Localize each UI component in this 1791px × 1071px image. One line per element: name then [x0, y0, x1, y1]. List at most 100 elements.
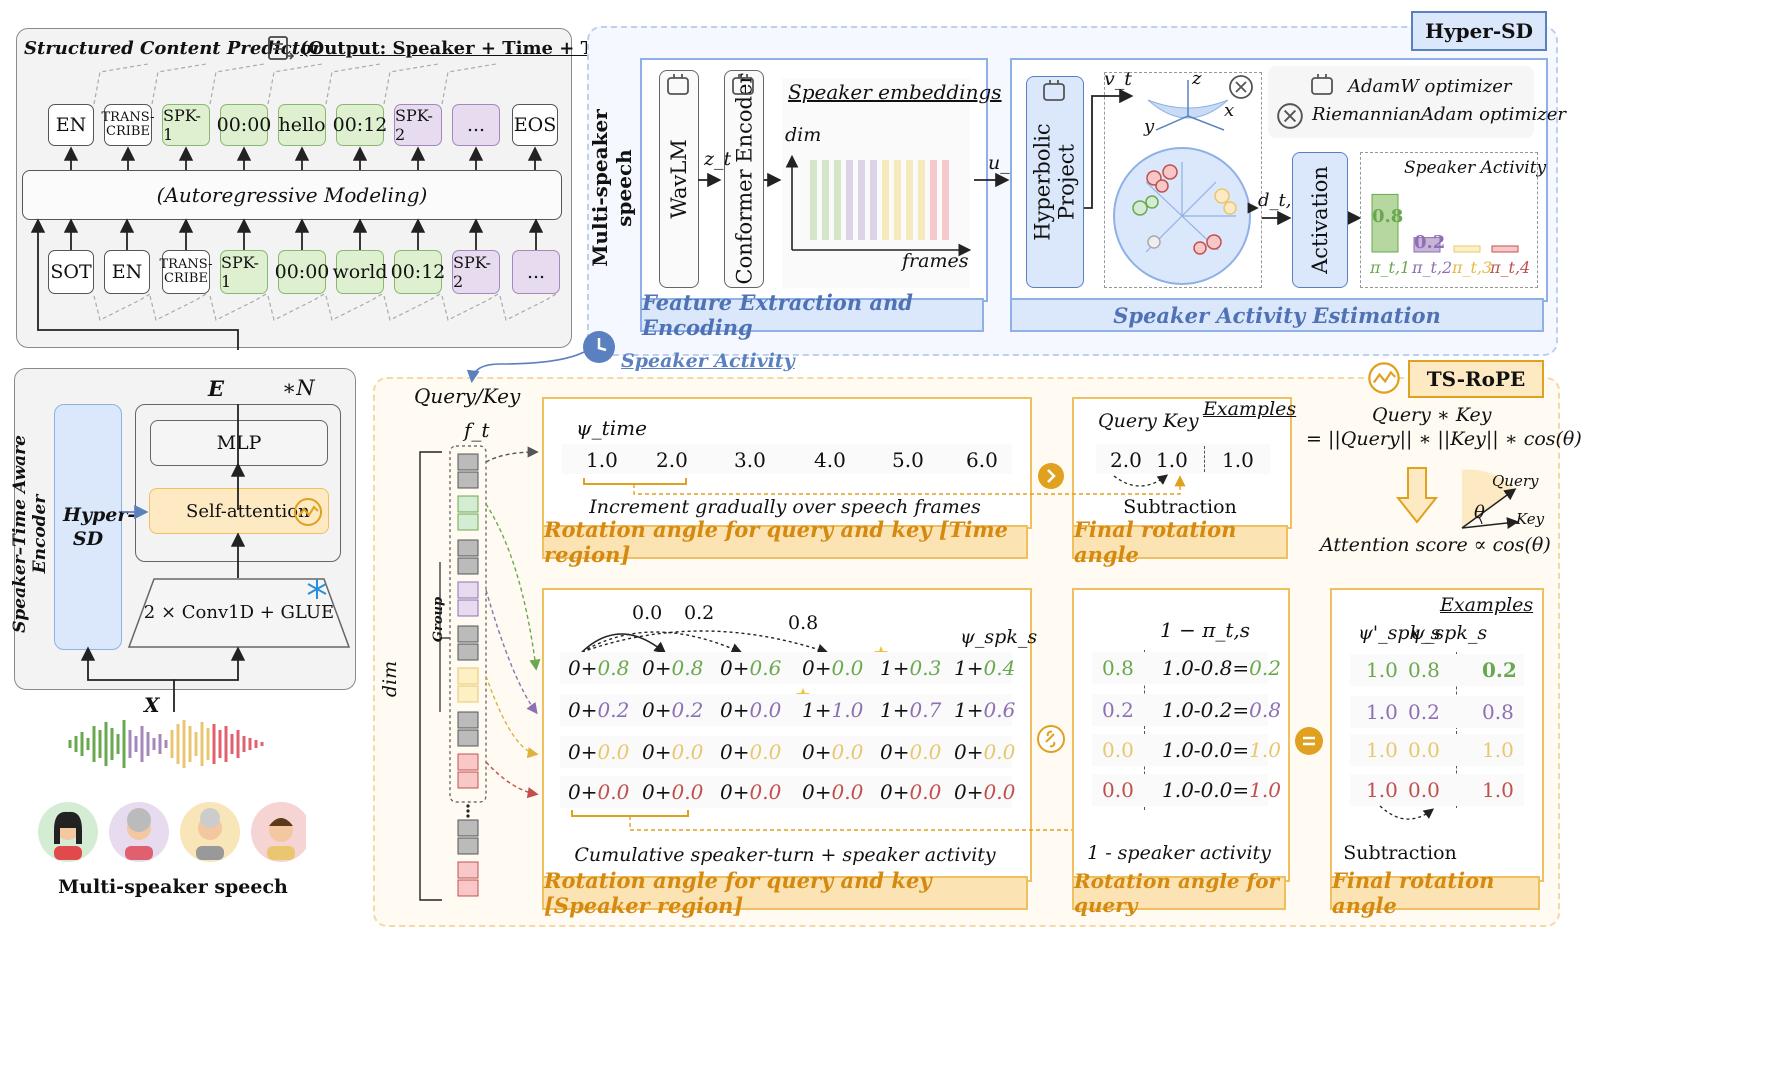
- speaker-row: [560, 776, 1012, 808]
- self-attention-label: Self-attention: [186, 500, 310, 522]
- hyper-sd-block: Hyper-SD: [54, 404, 135, 650]
- calc-value: 1.0-0.0=1.0: [1162, 778, 1281, 802]
- dtn-label: d_t,n: [1258, 190, 1304, 211]
- ex-time-value: 2.0: [1110, 448, 1142, 472]
- rope-icon: [1368, 362, 1400, 394]
- arc-value: 0.0: [632, 602, 663, 624]
- query-row: [1092, 694, 1268, 726]
- e-label: E: [208, 376, 225, 401]
- example-cell: 1.0: [1366, 778, 1398, 802]
- clock-icon: [583, 331, 615, 363]
- n-label: ∗N: [282, 376, 315, 400]
- conv-label: 2 × Conv1D + GLUE: [143, 602, 335, 623]
- activity-bar: [1413, 237, 1441, 253]
- pi-value: 0.0: [1102, 778, 1134, 802]
- hypersd-badge-text: Hyper-SD: [1425, 19, 1533, 43]
- ex-time-value: 1.0: [1222, 448, 1254, 472]
- query-rotation-label: Rotation angle for query: [1072, 869, 1286, 917]
- axis-y-label: y: [1144, 116, 1155, 137]
- speaker-row: [560, 694, 1012, 726]
- speaker-arcs: [581, 630, 829, 655]
- axis-z-label: z: [1192, 68, 1202, 89]
- speaker-cell: 0+0.0: [880, 740, 942, 764]
- example-row: [1350, 654, 1524, 686]
- speaker-cell: 0+0.0: [568, 740, 630, 764]
- output-token: 00:12: [333, 104, 387, 146]
- pi-value: 0.2: [1102, 698, 1134, 722]
- example-row: [1350, 734, 1524, 766]
- speaker-cell: 1+0.3: [880, 656, 942, 680]
- speaker-row: [560, 652, 1012, 684]
- subtraction2-label: Subtraction: [1343, 842, 1457, 864]
- tsrope-badge-text: TS-RoPE: [1426, 367, 1526, 391]
- input-token: ...: [512, 250, 560, 294]
- speaker-cell: 0+0.0: [802, 780, 864, 804]
- angle-query-label: Query: [1492, 472, 1539, 490]
- speaker-cell: 0+0.0: [720, 780, 782, 804]
- example-cell: 1.0: [1482, 778, 1514, 802]
- ex-time-value: 1.0: [1156, 448, 1188, 472]
- speaker-cell: 0+0.0: [954, 780, 1016, 804]
- psi-time-label: ψ_time: [576, 416, 647, 440]
- input-token: SPK-2: [452, 250, 500, 294]
- query-row: [1092, 652, 1268, 684]
- query-row: [1092, 734, 1268, 766]
- example-row: [1350, 774, 1524, 806]
- activity-panel: [1360, 152, 1538, 288]
- example-cell: 1.0: [1366, 658, 1398, 682]
- psi-prime-label: ψ'_spk_s: [1358, 622, 1441, 644]
- speaker-activity-link[interactable]: Speaker Activity: [621, 350, 795, 372]
- time-values-row: [562, 444, 1012, 474]
- waveform-image: [68, 720, 264, 768]
- wavlm-block: WavLM: [659, 70, 699, 288]
- equals-icon: [1295, 727, 1323, 755]
- activation-block: Activation: [1292, 152, 1348, 288]
- input-token: 00:12: [391, 250, 445, 294]
- speaker-region-box: [542, 588, 1032, 882]
- calc-value: 1.0-0.2=0.8: [1162, 698, 1281, 722]
- pi-label: π_t,1: [1370, 258, 1411, 277]
- speaker-cell: 0+0.0: [642, 740, 704, 764]
- example-cell: 1.0: [1366, 738, 1398, 762]
- psi-spk2-label: ψ_spk_s: [1410, 622, 1488, 644]
- examples2-label: Examples: [1440, 594, 1534, 616]
- attention-score-label: Attention score ∝ cos(θ): [1320, 534, 1551, 556]
- speaker-cell: 0+0.0: [568, 780, 630, 804]
- time-region-label: Rotation angle for query and key [Time r…: [542, 517, 1028, 567]
- time-value: 4.0: [814, 448, 846, 472]
- final-speaker-label: Final rotation angle: [1330, 868, 1540, 918]
- input-token: EN: [104, 250, 150, 294]
- model-icon: [1043, 80, 1065, 101]
- output-token: SPK-1: [162, 104, 210, 146]
- one-minus-caption: 1 - speaker activity: [1087, 842, 1271, 864]
- one-minus-label: 1 − π_t,s: [1160, 618, 1250, 642]
- link-arrow: [466, 351, 585, 384]
- feature-column: [419, 445, 541, 901]
- speaker-cell: 1+0.4: [954, 656, 1016, 680]
- speaker-activity-title: Speaker Activity: [1404, 158, 1547, 178]
- predictor-output-label: (Output: Speaker + Time + Text): [300, 38, 631, 59]
- self-attention-block: Self-attention: [149, 488, 329, 534]
- speaker-row: [560, 736, 1012, 768]
- x-label: X: [144, 693, 160, 717]
- speaker-cell: 0+0.8: [642, 656, 704, 680]
- activity-bar: [1491, 245, 1519, 253]
- speaker-cell: 1+0.7: [880, 698, 942, 722]
- adamw-label: AdamW optimizer: [1348, 76, 1512, 97]
- ex-key-label: Key: [1163, 410, 1199, 432]
- model-icon: [1311, 74, 1333, 95]
- activity-bars: [1371, 193, 1519, 253]
- input-token: SOT: [48, 250, 94, 294]
- hypersd-badge: Hyper-SD: [1411, 11, 1547, 51]
- pi-label: π_t,3: [1452, 258, 1493, 277]
- output-token: 00:00: [217, 104, 271, 146]
- rope-icon: [294, 498, 322, 526]
- embeddings-plot: [785, 154, 972, 257]
- output-token: EN: [48, 104, 94, 146]
- riemannian-icon: [1229, 75, 1253, 99]
- query-row: [1092, 774, 1268, 806]
- theta-label: θ: [1474, 502, 1485, 523]
- speaker-cell: 0+0.2: [642, 698, 704, 722]
- input-token: world: [332, 250, 388, 294]
- frames-label: frames: [902, 250, 969, 272]
